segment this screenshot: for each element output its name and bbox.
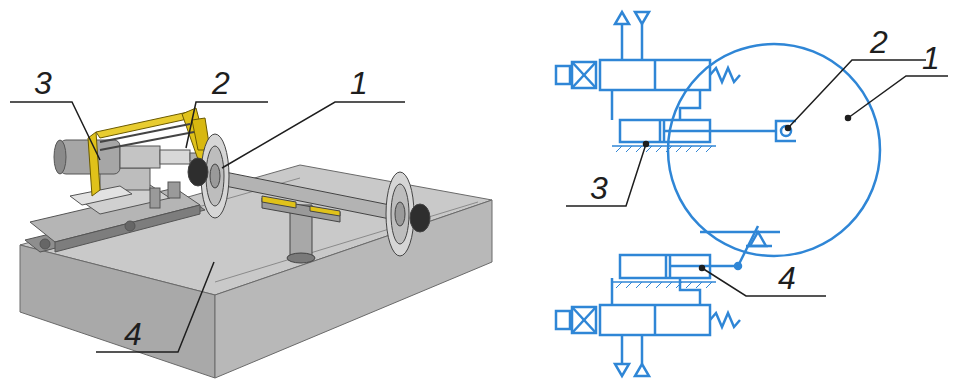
callout-number: 1	[922, 42, 940, 74]
wheelset	[188, 134, 430, 263]
callout-number: 1	[350, 67, 368, 99]
leader-lines	[566, 60, 948, 296]
callout-number: 4	[778, 262, 796, 294]
pneumatic-schematic	[556, 12, 880, 376]
callout-number: 3	[34, 67, 52, 99]
hatching	[616, 146, 712, 288]
callout-number: 2	[212, 67, 230, 99]
callout-number: 4	[124, 318, 142, 350]
callout-number: 3	[590, 172, 608, 204]
callout-number: 2	[870, 26, 888, 58]
leader-lines	[10, 102, 405, 352]
carriage	[25, 168, 205, 252]
machine-base	[20, 165, 492, 378]
